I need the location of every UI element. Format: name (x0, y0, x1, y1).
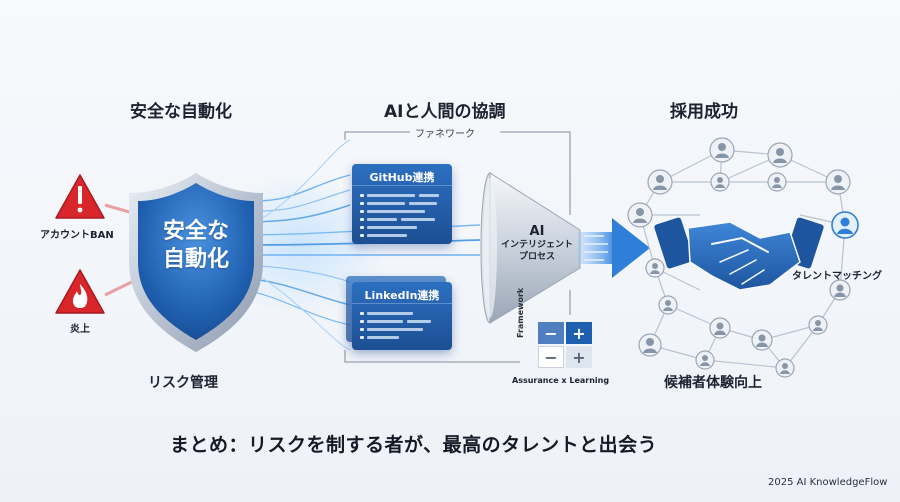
funnel-text-process: プロセス (518, 252, 555, 262)
person-icon (751, 329, 773, 351)
right-caption: 候補者体験向上 (664, 375, 762, 391)
code-line (367, 210, 425, 213)
right-section-title: 採用成功 (670, 102, 738, 122)
person-icon (658, 295, 678, 315)
talent-matching-label: タレントマッチング (792, 271, 882, 282)
code-line (419, 194, 439, 197)
code-line (401, 218, 435, 221)
code-bullet (360, 194, 364, 197)
code-bullet (360, 320, 364, 323)
warning-label-account-ban: アカウントBAN (40, 230, 114, 241)
funnel-text-intelligent: インテリジェント (500, 240, 573, 250)
code-bullet (360, 234, 364, 237)
shield-text: 安全な 自動化 (138, 218, 254, 274)
person-icon (767, 142, 793, 168)
funnel-text: AI インテリジェント プロセス (492, 224, 582, 263)
code-line (407, 320, 431, 323)
shield-text-line2: 自動化 (162, 247, 229, 272)
person-icon (775, 358, 795, 378)
shield-text-line1: 安全な (162, 219, 229, 244)
framework-vertical-label: Framework (516, 287, 525, 338)
panel-divider (352, 303, 452, 304)
grid-cell-minus-bottom: − (538, 346, 564, 368)
code-line (367, 202, 405, 205)
code-bullet (360, 226, 364, 229)
footer-copyright: 2025 AI KnowledgeFlow (768, 477, 888, 488)
code-line (367, 328, 423, 331)
person-icon (709, 317, 731, 339)
summary-text: まとめ：リスクを制する者が、最高のタレントと出会う (170, 434, 658, 456)
person-icon (695, 350, 715, 370)
person-icon (709, 137, 735, 163)
warning-label-flame: 炎上 (70, 324, 90, 335)
person-icon (825, 169, 851, 195)
code-bullet (360, 218, 364, 221)
left-caption: リスク管理 (148, 375, 218, 391)
flow-arrow-icon (578, 218, 650, 278)
code-bullet (360, 328, 364, 331)
handshake-icon (654, 217, 824, 291)
code-line (367, 312, 413, 315)
person-icon (627, 202, 653, 228)
ai-funnel-icon (480, 172, 581, 324)
shield-icon (129, 173, 263, 352)
person-icon (829, 279, 851, 301)
code-line (409, 202, 437, 205)
fire-warning-icon (55, 269, 105, 314)
github-panel: GitHub連携 (352, 164, 452, 244)
code-line (367, 320, 403, 323)
person-icon (808, 315, 828, 335)
code-line (367, 218, 397, 221)
middle-section-title: AIと人間の協調 (384, 102, 506, 122)
code-line (367, 234, 407, 237)
code-bullet (360, 336, 364, 339)
funnel-text-ai: AI (529, 224, 545, 239)
code-line (367, 336, 399, 339)
left-section-title: 安全な自動化 (130, 102, 232, 122)
code-bullet (360, 210, 364, 213)
code-bullet (360, 202, 364, 205)
person-icon (638, 333, 662, 357)
code-bullet (360, 312, 364, 315)
person-icon (710, 172, 730, 192)
person-icon (647, 169, 673, 195)
grid-cell-minus-top: − (538, 322, 564, 344)
code-line (367, 226, 417, 229)
funnelwork-frame (344, 131, 571, 363)
grid-caption: Assurance x Learning (512, 376, 610, 385)
grid-cell-plus-bottom: + (566, 346, 592, 368)
warning-triangle-icon (55, 174, 105, 219)
panel-divider (352, 185, 452, 186)
grid-cell-plus-top: + (566, 322, 592, 344)
person-icon (645, 258, 665, 278)
person-icon-highlight (831, 211, 859, 239)
linkedin-panel-title: LinkedIn連携 (364, 289, 440, 302)
code-line (367, 194, 415, 197)
person-icon (767, 172, 787, 192)
github-panel-title: GitHub連携 (369, 171, 435, 184)
linkedin-panel: LinkedIn連携 (352, 282, 452, 350)
framework-grid: − + − + (532, 318, 598, 372)
frame-label: ファネワーク (412, 125, 478, 140)
person-nodes (627, 137, 859, 378)
